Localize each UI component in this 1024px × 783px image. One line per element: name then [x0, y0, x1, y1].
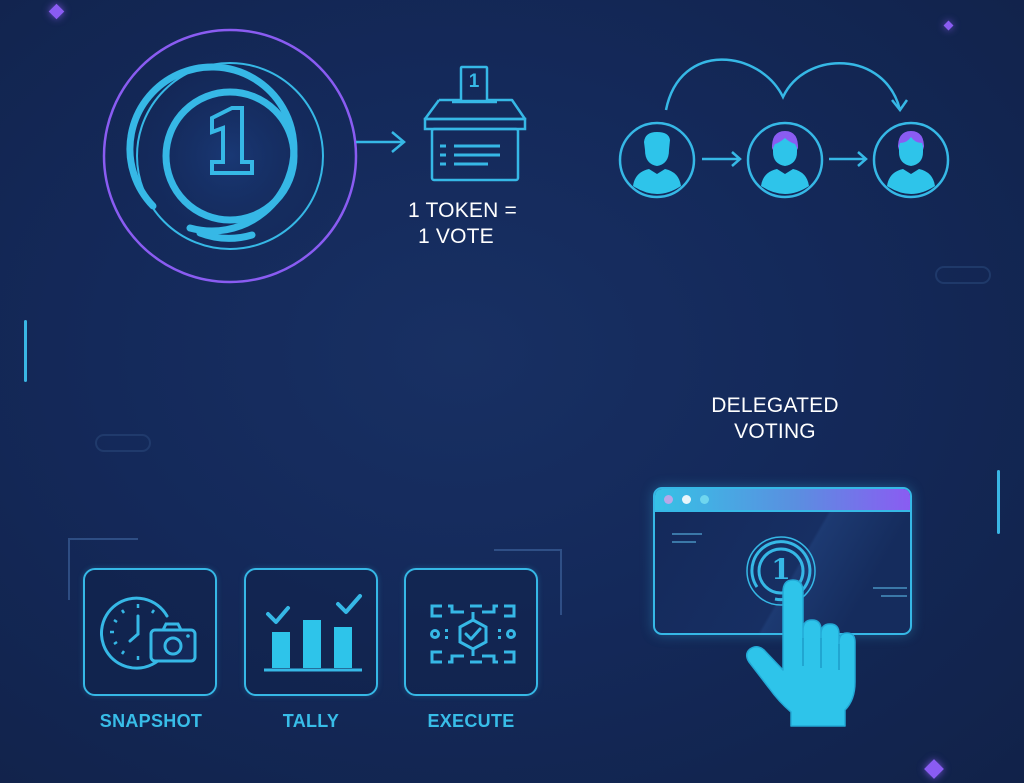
clock-camera-icon [100, 596, 197, 670]
step-card-execute[interactable] [404, 568, 538, 696]
coin-numeral: 1 [771, 553, 791, 586]
hand-pointer-icon [746, 579, 856, 727]
delegated-voting-caption: DELEGATED VOTING [690, 393, 860, 445]
delegation-chain [664, 58, 909, 167]
token-coin-icon [102, 28, 358, 284]
step-label-tally: TALLY [282, 711, 340, 731]
arrow-right-icon [356, 131, 406, 153]
pill-decoration [95, 434, 151, 452]
user-icon [872, 121, 950, 199]
bar-chart-check-icon [264, 594, 362, 672]
ballot-numeral: 1 [468, 71, 480, 92]
window-dot [700, 495, 709, 504]
caption-line-1: DELEGATED [711, 394, 839, 417]
text-line [672, 533, 702, 535]
text-line [881, 595, 907, 597]
caption-line-1: 1 TOKEN = [408, 199, 517, 222]
window-dot [664, 495, 673, 504]
accent-line [997, 470, 1000, 534]
caption-line-2: 1 VOTE [418, 225, 494, 248]
step-label-execute: EXECUTE [427, 711, 515, 731]
corner-bracket [494, 549, 562, 615]
step-card-snapshot[interactable] [83, 568, 217, 696]
token-vote-caption: 1 TOKEN = 1 VOTE [408, 198, 548, 250]
step-label-snapshot: SNAPSHOT [99, 711, 203, 731]
circuit-check-icon [430, 604, 516, 664]
ballot-box: 1 [422, 64, 530, 184]
diamond-decoration [924, 759, 944, 779]
corner-bracket [68, 538, 138, 600]
text-line [672, 541, 696, 543]
caption-line-2: VOTING [734, 420, 816, 443]
pill-decoration [935, 266, 991, 284]
token-coin: 1 [100, 28, 360, 284]
window-dot [682, 495, 691, 504]
accent-line [24, 320, 27, 382]
diamond-decoration [943, 20, 954, 31]
vote-coin[interactable]: 1 [745, 535, 817, 607]
user-icon [618, 121, 696, 199]
diamond-decoration [48, 3, 65, 20]
text-line [873, 587, 907, 589]
user-icon [746, 121, 824, 199]
ballot-box-icon [423, 65, 527, 182]
browser-titlebar [655, 489, 910, 512]
step-card-tally[interactable] [244, 568, 378, 696]
